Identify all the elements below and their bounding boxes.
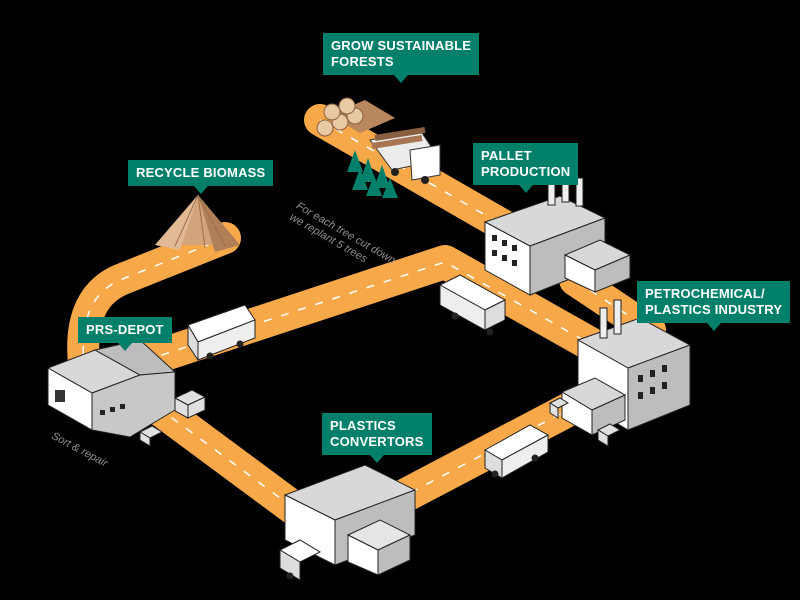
convertors-warehouse-icon [283,464,417,576]
tree-icon [347,150,398,198]
timber-truck-icon [369,127,441,184]
pallet-stack-icon [138,389,622,447]
truck-north [438,274,507,336]
truck-icon [187,274,550,581]
truck-west [187,304,256,362]
petrochemical-factory-icon [560,299,692,436]
label-plastics-convertors: PLASTICS CONVERTORS [322,413,432,463]
label-prs-depot: PRS-DEPOT [78,317,172,351]
biomass-pile-icon [155,194,240,252]
label-grow-forests: GROW SUSTAINABLE FORESTS [323,33,480,83]
label-pallet-production: PALLET PRODUCTION [473,143,579,193]
depot-warehouse-icon [46,339,177,438]
label-petrochemical: PETROCHEMICAL/ PLASTICS INDUSTRY [637,281,791,331]
truck-docked [278,539,322,581]
pallet-factory-icon [483,169,632,296]
log-pile-icon [316,97,395,137]
label-recycle-biomass: RECYCLE BIOMASS [128,160,274,194]
truck-south [483,424,550,479]
